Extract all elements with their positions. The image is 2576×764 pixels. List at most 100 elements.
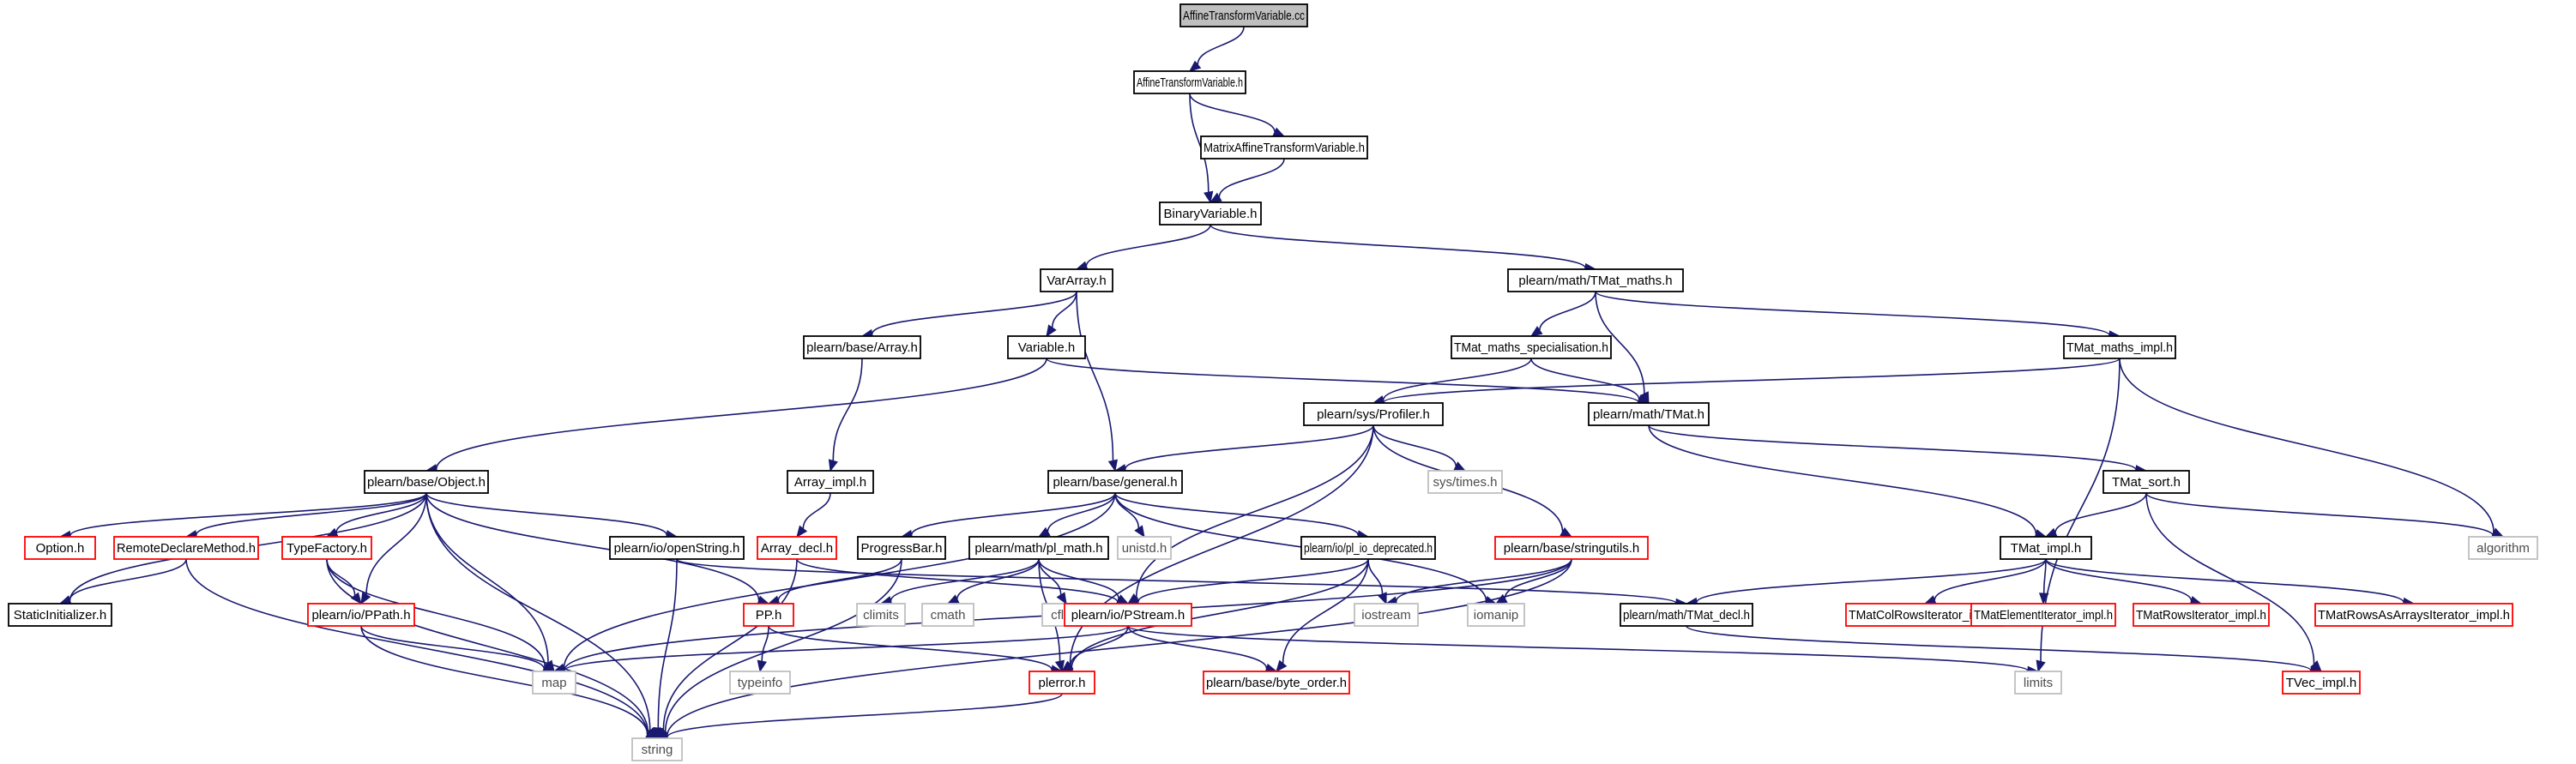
node-pliod[interactable]: plearn/io/pl_io_deprecated.h (1300, 536, 1436, 560)
node-label: TMatRowsIterator_impl.h (2136, 608, 2266, 623)
edge-line (1686, 625, 2312, 671)
node-rdm[interactable]: RemoteDeclareMethod.h (113, 536, 259, 560)
edge-line (185, 558, 649, 735)
edge-line (1382, 358, 1532, 401)
edge-line (1539, 291, 1596, 331)
node-plerr[interactable]: plerror.h (1029, 671, 1095, 695)
edge-line (676, 558, 1677, 605)
node-tmm[interactable]: plearn/math/TMat_maths.h (1507, 268, 1684, 292)
node-tfac[interactable]: TypeFactory.h (281, 536, 372, 560)
arrowhead (1054, 659, 1065, 673)
edge-line (360, 625, 546, 670)
edge-tmmi-to-algo (2119, 358, 2505, 538)
node-label: plearn/math/pl_math.h (974, 541, 1102, 556)
node-matv[interactable]: MatrixAffineTransformVariable.h (1200, 135, 1368, 159)
edge-line (761, 625, 769, 662)
edge-line (1135, 424, 1374, 598)
edge-line (662, 558, 798, 731)
node-ppath[interactable]: plearn/io/PPath.h (307, 603, 415, 627)
edge-pstream-to-map (552, 625, 1129, 676)
node-label: limits (2024, 676, 2053, 690)
node-prof[interactable]: plearn/sys/Profiler.h (1303, 402, 1444, 426)
edge-line (1648, 424, 2037, 534)
node-atv[interactable]: AffineTransformVariable.h (1133, 70, 1246, 94)
edge-line (1218, 158, 1285, 198)
node-box (743, 603, 794, 627)
node-box (1620, 603, 1753, 627)
edge-line (563, 492, 1116, 669)
edge-tmat-to-tmi (1648, 424, 2048, 539)
edge-parr-to-arri (828, 358, 863, 472)
edge-line (1504, 558, 1572, 599)
node-binv[interactable]: BinaryVariable.h (1159, 202, 1262, 226)
edge-tmmi-to-prof (1372, 358, 2121, 407)
edge-line (335, 492, 427, 533)
edge-obj-to-map (425, 492, 555, 673)
node-tsort[interactable]: TMat_sort.h (2102, 470, 2190, 494)
edge-plmath-to-climits (879, 558, 1040, 606)
node-parr[interactable]: plearn/base/Array.h (803, 335, 921, 359)
node-opens[interactable]: plearn/io/openString.h (609, 536, 745, 560)
node-plmath[interactable]: plearn/math/pl_math.h (968, 536, 1109, 560)
edge-plmath-to-cmath (946, 558, 1040, 605)
node-label: VarArray.h (1047, 274, 1106, 288)
edge-line (69, 558, 187, 601)
node-box (1064, 603, 1192, 627)
edge-rdm-to-string (185, 558, 659, 739)
node-pbar[interactable]: ProgressBar.h (857, 536, 946, 560)
node-sinit[interactable]: StaticInitializer.h (8, 603, 112, 627)
node-arrd[interactable]: Array_decl.h (757, 536, 837, 560)
edge-line (1530, 358, 1640, 400)
node-gen[interactable]: plearn/base/general.h (1047, 470, 1183, 494)
arrowhead (757, 659, 767, 673)
node-tmat[interactable]: plearn/math/TMat.h (1588, 402, 1710, 426)
edge-line (910, 492, 1116, 535)
node-var[interactable]: Variable.h (1007, 335, 1086, 359)
edge-line (1070, 625, 1129, 666)
node-label: Array_decl.h (761, 541, 833, 556)
edge-tsort-to-tveci (2145, 492, 2322, 672)
node-box (803, 335, 921, 359)
edge-matv-to-binv (1209, 158, 1285, 203)
edge-line (1085, 224, 1211, 267)
node-tveci[interactable]: TVec_impl.h (2282, 671, 2361, 695)
node-pstream[interactable]: plearn/io/PStream.h (1064, 603, 1192, 627)
node-label: plearn/sys/Profiler.h (1317, 407, 1430, 422)
node-tri[interactable]: TMatRowsIterator_impl.h (2133, 603, 2270, 627)
node-tmi[interactable]: TMat_impl.h (2000, 536, 2092, 560)
edge-binv-to-tmm (1210, 224, 1597, 274)
edge-line (360, 625, 649, 735)
node-label: plearn/base/general.h (1053, 475, 1177, 490)
node-label: plearn/io/pl_io_deprecated.h (1304, 541, 1433, 556)
node-box (856, 603, 906, 627)
edge-line (1648, 424, 2137, 471)
node-opt[interactable]: Option.h (24, 536, 96, 560)
node-traai[interactable]: TMatRowsAsArraysIterator_impl.h (2314, 603, 2513, 627)
node-arri[interactable]: Array_impl.h (787, 470, 874, 494)
edge-line (1125, 424, 1374, 470)
node-tei[interactable]: TMatElementIterator_impl.h (1970, 603, 2116, 627)
node-label: plearn/io/PStream.h (1071, 608, 1185, 623)
edge-tmi-to-tri (2045, 558, 2203, 606)
edge-line (1038, 558, 1120, 599)
edge-prof-to-systimes (1372, 424, 1467, 472)
node-tmatd[interactable]: plearn/math/TMat_decl.h (1620, 603, 1753, 627)
arrowhead (828, 459, 838, 472)
node-tmspec[interactable]: TMat_maths_specialisation.h (1451, 335, 1612, 359)
node-pp[interactable]: PP.h (743, 603, 794, 627)
node-label: Option.h (36, 541, 85, 556)
edge-arrd-to-pstream (796, 558, 1130, 608)
node-label: TMatRowsAsArraysIterator_impl.h (2318, 608, 2510, 623)
edge-line (2119, 358, 2495, 532)
node-vara[interactable]: VarArray.h (1040, 268, 1113, 292)
node-label: algorithm (2476, 541, 2530, 556)
edge-line (832, 358, 863, 461)
node-border[interactable]: plearn/base/byte_order.h (1203, 671, 1350, 695)
node-tmmi[interactable]: TMat_maths_impl.h (2063, 335, 2176, 359)
node-label: sys/times.h (1433, 475, 1497, 490)
node-box (1203, 671, 1350, 695)
node-sutil[interactable]: plearn/base/stringutils.h (1494, 536, 1649, 560)
node-box (1354, 603, 1419, 627)
node-box (1117, 536, 1172, 560)
node-obj[interactable]: plearn/base/Object.h (364, 470, 489, 494)
